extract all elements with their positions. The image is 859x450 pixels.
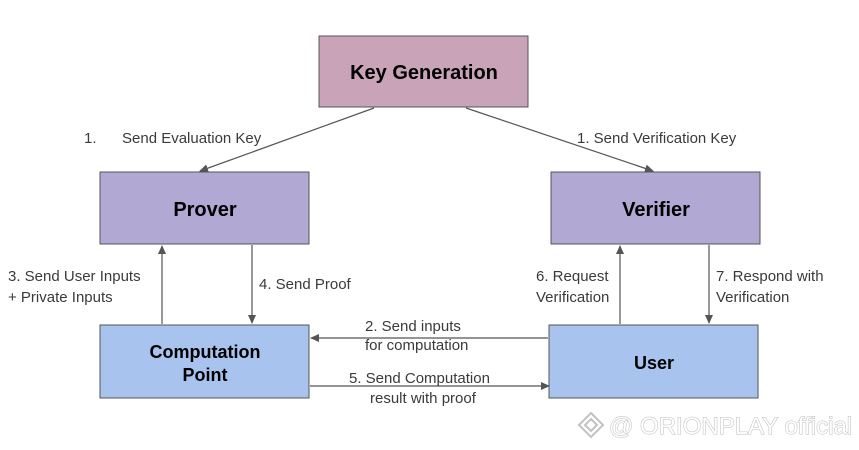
key-generation-label: Key Generation [350,62,498,84]
request-verification-line2: Verification [536,289,609,306]
send-evaluation-key-number: 1. [84,130,97,147]
verifier-label: Verifier [622,199,690,221]
send-evaluation-key-label: Send Evaluation Key [122,130,262,147]
send-inputs-line2: for computation [365,337,468,354]
send-inputs-line1: 2. Send inputs [365,318,461,335]
send-computation-line1: 5. Send Computation [349,370,490,387]
watermark-logo-icon [577,411,605,439]
computation-point-label-line2: Point [183,365,228,385]
request-verification-line1: 6. Request [536,268,609,285]
user-node: User [548,324,759,399]
user-label: User [634,353,674,373]
send-verification-key-label: 1. Send Verification Key [577,130,737,147]
arrow-keygen-to-prover [199,107,375,173]
prover-node: Prover [99,171,310,245]
arrow-keygen-to-verifier [465,107,654,173]
watermark-text: @ ORIONPLAY official [609,413,852,440]
send-user-inputs-line2: + Private Inputs [8,289,113,306]
respond-with-verification-line1: 7. Respond with [716,268,824,285]
key-generation-node: Key Generation [318,35,529,108]
send-proof-label: 4. Send Proof [259,276,352,293]
computation-point-node: Computation Point [99,324,310,399]
watermark: @ ORIONPLAY official [577,411,853,441]
send-user-inputs-line1: 3. Send User Inputs [8,268,141,285]
send-computation-line2: result with proof [370,390,477,407]
computation-point-label-line1: Computation [150,342,261,362]
prover-label: Prover [173,199,237,221]
respond-with-verification-line2: Verification [716,289,789,306]
verifier-node: Verifier [550,171,761,245]
